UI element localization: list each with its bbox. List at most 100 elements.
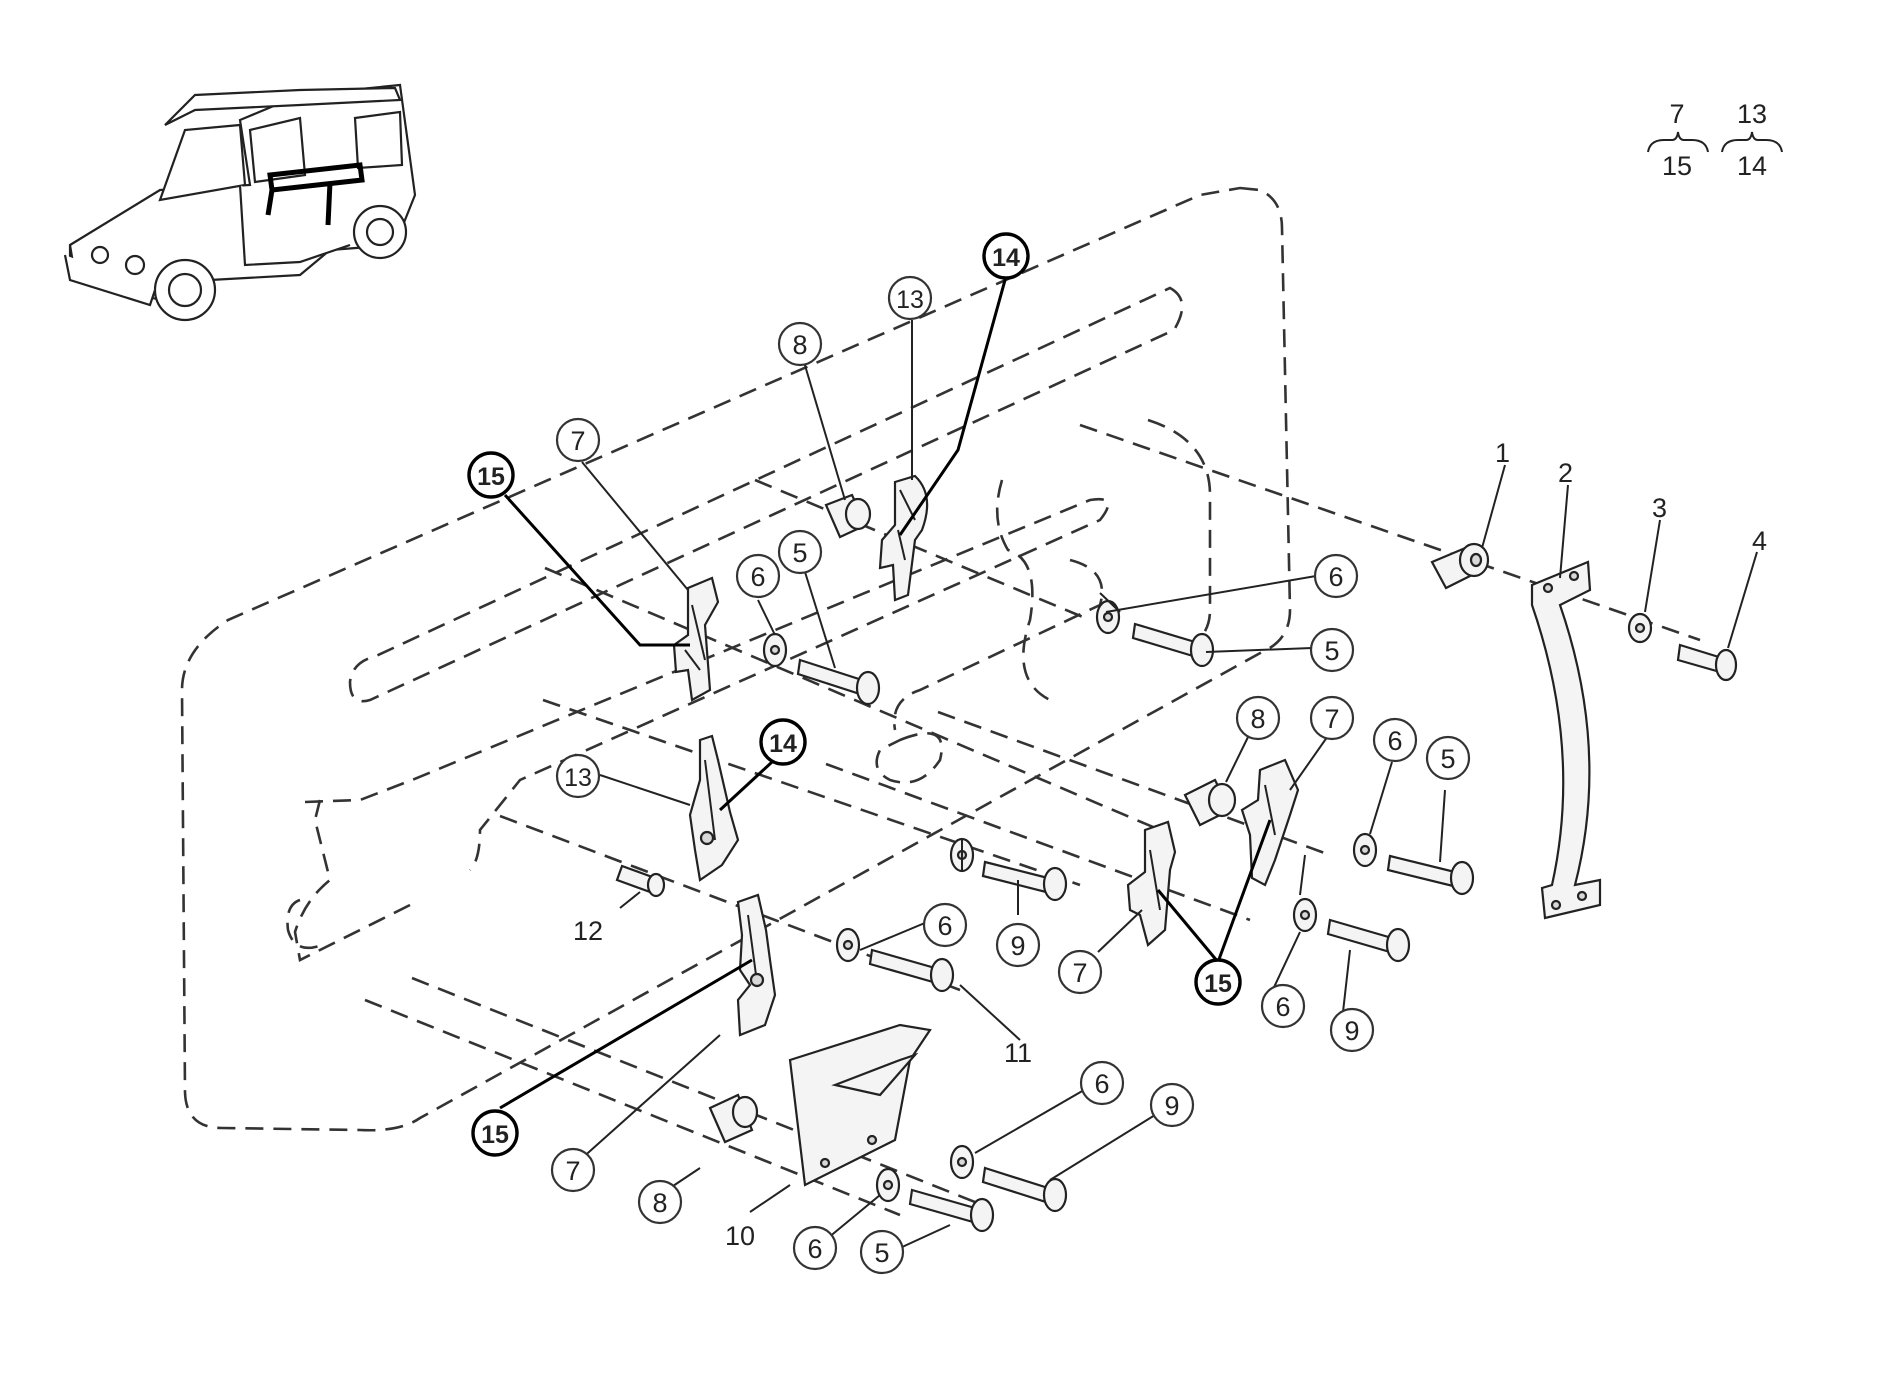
legend-group-b-bottom: 14 <box>1737 151 1767 181</box>
callout-2: 2 <box>1558 458 1573 488</box>
callout-6-upper-right: 6 <box>1313 553 1359 599</box>
svg-text:7: 7 <box>1324 704 1339 734</box>
svg-text:9: 9 <box>1010 931 1025 961</box>
screw-part-5-a <box>796 658 881 706</box>
svg-text:7: 7 <box>1072 958 1087 988</box>
svg-text:5: 5 <box>792 538 807 568</box>
svg-text:13: 13 <box>564 764 592 792</box>
spacer-part-8-lower <box>708 1093 759 1144</box>
kit-grouping-legend: 7 15 13 14 <box>1647 99 1783 181</box>
svg-text:6: 6 <box>1328 562 1343 592</box>
svg-text:6: 6 <box>807 1234 822 1264</box>
latch-part-13-upper <box>878 474 929 602</box>
svg-text:13: 13 <box>896 286 924 314</box>
callout-9-center: 9 <box>995 922 1041 968</box>
washer-part-6-f <box>835 927 861 963</box>
svg-text:14: 14 <box>992 244 1020 272</box>
latch-part-7-upper-left <box>672 576 720 702</box>
callout-9-right: 9 <box>1329 1007 1375 1053</box>
washer-part-6-c <box>1352 832 1378 868</box>
svg-text:8: 8 <box>652 1188 667 1218</box>
callout-6-lower-right: 6 <box>1260 983 1306 1029</box>
callout-12: 12 <box>573 916 603 946</box>
washer-part-6-b <box>1095 599 1121 635</box>
legend-group-b-top: 13 <box>1737 99 1767 129</box>
callout-1: 1 <box>1495 438 1510 468</box>
svg-text:6: 6 <box>937 911 952 941</box>
screw-part-9-c <box>981 1166 1068 1213</box>
callout-15-right: 15 <box>1194 958 1242 1006</box>
callout-5-upper-left: 5 <box>777 529 823 575</box>
callout-8-upper: 8 <box>777 321 823 367</box>
washer-part-6-h <box>875 1167 901 1203</box>
screw-part-4 <box>1676 643 1738 682</box>
callout-9-bottom: 9 <box>1149 1082 1195 1128</box>
callout-7-upper-left: 7 <box>555 417 601 463</box>
svg-text:9: 9 <box>1164 1091 1179 1121</box>
washer-part-6-e <box>1292 897 1318 933</box>
washer-part-6-a <box>762 632 788 668</box>
svg-text:7: 7 <box>570 426 585 456</box>
svg-text:8: 8 <box>1250 704 1265 734</box>
callout-14-lower: 14 <box>759 718 807 766</box>
screw-part-11 <box>868 948 955 993</box>
svg-text:5: 5 <box>1324 636 1339 666</box>
callout-6-bottom: 6 <box>792 1225 838 1271</box>
callout-6-center: 6 <box>922 902 968 948</box>
latch-part-13-lower <box>688 734 740 882</box>
callout-3: 3 <box>1652 493 1667 523</box>
screw-part-9-a <box>981 860 1068 902</box>
spacer-part-1 <box>1430 542 1490 590</box>
svg-text:15: 15 <box>477 463 505 491</box>
legend-group-a-top: 7 <box>1669 99 1684 129</box>
screw-part-5-d <box>908 1188 995 1233</box>
svg-text:8: 8 <box>792 330 807 360</box>
bracket-part-10 <box>788 1023 932 1187</box>
callout-6-bottom-right: 6 <box>1079 1060 1125 1106</box>
callout-15-upper-left: 15 <box>467 451 515 499</box>
svg-text:6: 6 <box>750 562 765 592</box>
svg-text:15: 15 <box>481 1121 509 1149</box>
callout-5-right: 5 <box>1425 735 1471 781</box>
svg-text:5: 5 <box>874 1238 889 1268</box>
callout-15-lower-left: 15 <box>471 1109 519 1157</box>
strap-part-2 <box>1530 560 1602 920</box>
callout-11: 11 <box>1004 1038 1032 1068</box>
callout-7-center: 7 <box>1057 949 1103 995</box>
callout-7-lower-left: 7 <box>550 1147 596 1193</box>
washer-part-6-g <box>949 1144 975 1180</box>
spacer-part-12 <box>615 864 666 898</box>
door-panel-outline <box>180 186 1292 1132</box>
callout-4: 4 <box>1752 526 1767 556</box>
callout-5-upper-right: 5 <box>1309 627 1355 673</box>
callout-6-upper-left: 6 <box>735 553 781 599</box>
legend-group-a-bottom: 15 <box>1662 151 1692 181</box>
washer-part-3 <box>1627 612 1653 644</box>
callout-10: 10 <box>725 1221 755 1251</box>
callout-14-upper: 14 <box>982 232 1030 280</box>
svg-text:15: 15 <box>1204 970 1232 998</box>
spacer-part-8-middle <box>1183 778 1237 827</box>
screw-part-5-c <box>1386 854 1475 896</box>
assembly-axis-lines <box>364 423 1701 1217</box>
svg-text:14: 14 <box>769 730 797 758</box>
svg-text:6: 6 <box>1387 726 1402 756</box>
latch-part-7-right-lower <box>1126 820 1177 948</box>
callout-5-bottom: 5 <box>859 1229 905 1275</box>
callout-8-bottom: 8 <box>637 1179 683 1225</box>
latch-part-7-lower-left <box>736 893 777 1037</box>
callout-13-upper: 13 <box>887 275 933 321</box>
callout-6-right: 6 <box>1372 717 1418 763</box>
callout-13-lower: 13 <box>555 753 601 799</box>
svg-text:6: 6 <box>1275 992 1290 1022</box>
screw-part-9-b <box>1326 918 1411 963</box>
callout-7-right: 7 <box>1309 695 1355 741</box>
svg-text:9: 9 <box>1344 1016 1359 1046</box>
spacer-part-8-upper <box>824 493 872 539</box>
svg-text:5: 5 <box>1440 744 1455 774</box>
svg-text:6: 6 <box>1094 1069 1109 1099</box>
callout-8-right: 8 <box>1235 695 1281 741</box>
callout-labels: 1 2 3 4 5 5 5 5 6 6 6 <box>467 232 1767 1275</box>
vehicle-locator-illustration <box>63 83 417 322</box>
